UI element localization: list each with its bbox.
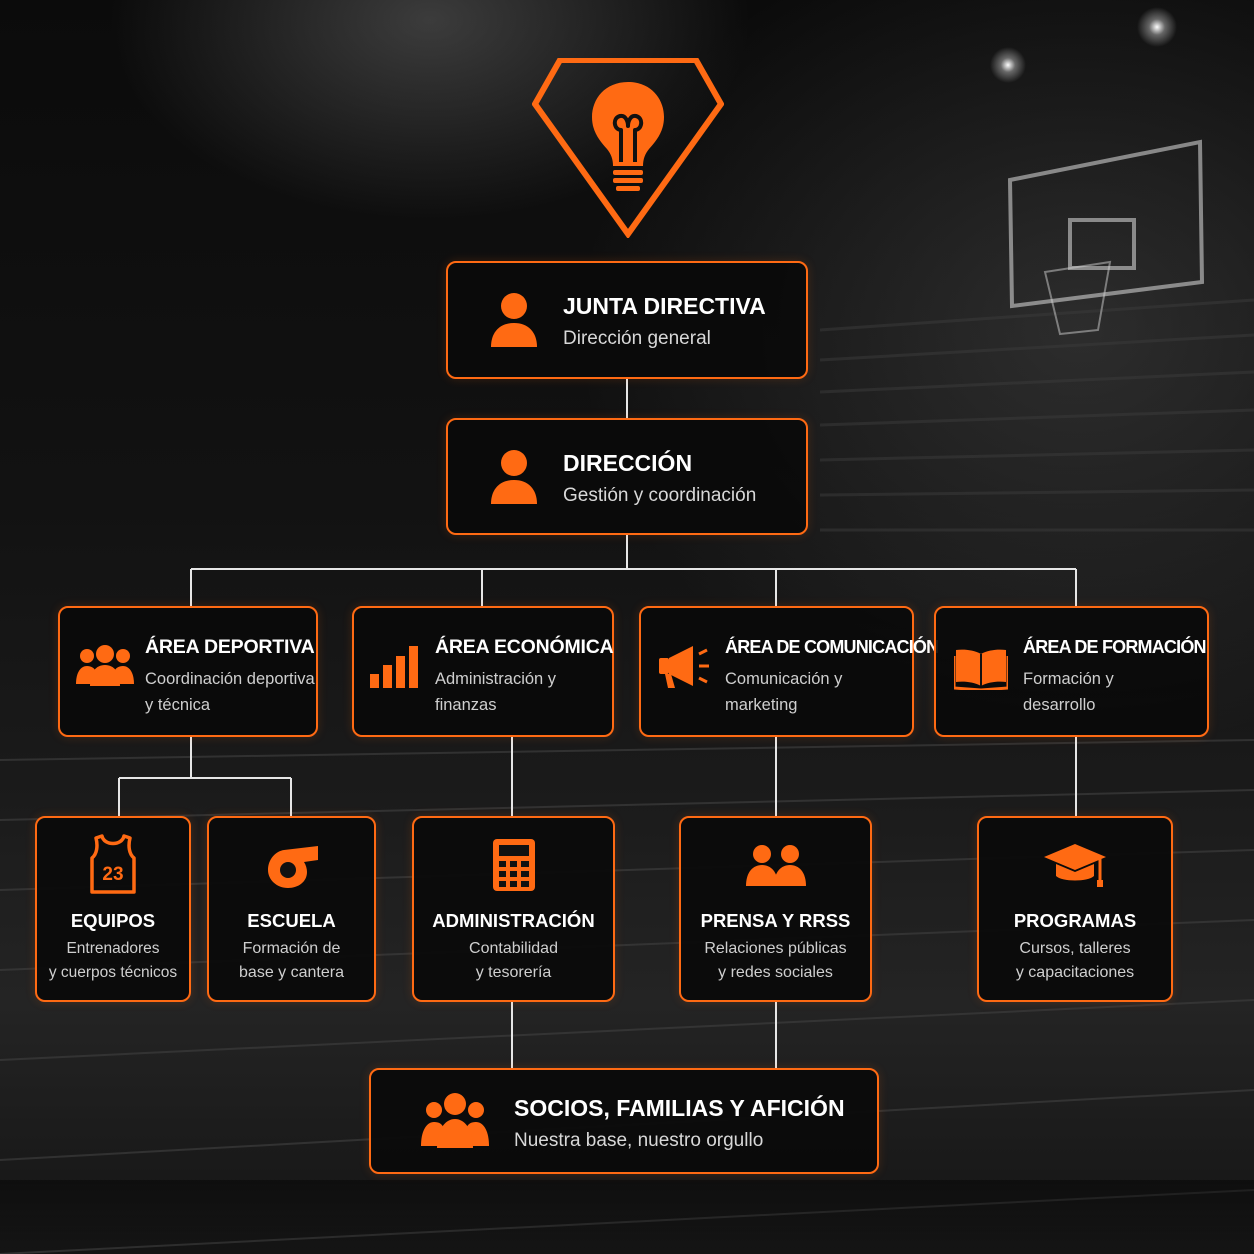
socios-title: SOCIOS, FAMILIAS Y AFICIÓN — [514, 1095, 845, 1121]
prensa-title: PRENSA Y RRSS — [700, 910, 851, 931]
programas-box: PROGRAMAS Cursos, talleres y capacitacio… — [977, 816, 1173, 1002]
area-formacion-title: ÁREA DE FORMACIÓN — [1023, 637, 1207, 657]
jersey-icon: 23 — [90, 834, 136, 894]
socios-subtitle: Nuestra base, nuestro orgullo — [514, 1130, 764, 1151]
junta-title: JUNTA DIRECTIVA — [563, 293, 766, 319]
person-icon — [491, 450, 537, 504]
junta-subtitle: Dirección general — [563, 328, 711, 349]
programas-title: PROGRAMAS — [1013, 910, 1137, 931]
area-economica-subtitle: Administración y finanzas — [435, 670, 557, 714]
prensa-box: PRENSA Y RRSS Relaciones públicas y rede… — [679, 816, 872, 1002]
administracion-title: ADMINISTRACIÓN — [432, 910, 595, 931]
area-economica-box: ÁREA ECONÓMICA Administración y finanzas — [352, 606, 614, 737]
escuela-title: ESCUELA — [247, 910, 336, 931]
person-icon — [491, 293, 537, 347]
equipos-subtitle: Entrenadores y cuerpos técnicos — [48, 940, 178, 981]
lightbulb-shield-icon — [532, 58, 724, 238]
area-comunicacion-title: ÁREA DE COMUNICACIÓN — [725, 637, 939, 657]
direccion-box: DIRECCIÓN Gestión y coordinación — [446, 418, 808, 535]
socios-box: SOCIOS, FAMILIAS Y AFICIÓN Nuestra base,… — [369, 1068, 879, 1174]
escuela-box: ESCUELA Formación de base y cantera — [207, 816, 376, 1002]
area-economica-title: ÁREA ECONÓMICA — [435, 636, 614, 658]
administracion-box: ADMINISTRACIÓN Contabilidad y tesorería — [412, 816, 615, 1002]
megaphone-icon — [659, 646, 709, 688]
whistle-icon — [267, 846, 318, 888]
bar-chart-icon — [370, 646, 418, 688]
open-book-icon — [954, 649, 1008, 690]
equipos-box: 23 EQUIPOS Entrenadores y cuerpos técnic… — [35, 816, 191, 1002]
area-deportiva-subtitle: Coordinación deportiva y técnica — [145, 670, 315, 714]
area-comunicacion-box: ÁREA DE COMUNICACIÓN Comunicación y mark… — [639, 606, 939, 737]
graduation-cap-icon — [1044, 844, 1106, 887]
direccion-title: DIRECCIÓN — [563, 450, 693, 476]
area-comunicacion-subtitle: Comunicación y marketing — [725, 670, 843, 714]
calculator-icon — [492, 839, 535, 891]
group-icon — [76, 645, 134, 686]
jersey-number: 23 — [102, 864, 123, 885]
equipos-title: EQUIPOS — [70, 910, 156, 931]
direccion-subtitle: Gestión y coordinación — [563, 485, 757, 506]
area-formacion-subtitle: Formación y desarrollo — [1023, 670, 1114, 714]
programas-subtitle: Cursos, talleres y capacitaciones — [1015, 940, 1135, 981]
area-formacion-box: ÁREA DE FORMACIÓN Formación y desarrollo — [934, 606, 1209, 737]
people-pair-icon — [745, 845, 806, 886]
administracion-subtitle: Contabilidad y tesorería — [469, 940, 558, 981]
escuela-subtitle: Formación de base y cantera — [239, 940, 344, 981]
prensa-subtitle: Relaciones públicas y redes sociales — [704, 940, 847, 981]
junta-directiva-box: JUNTA DIRECTIVA Dirección general — [446, 261, 808, 379]
area-deportiva-box: ÁREA DEPORTIVA Coordinación deportiva y … — [58, 606, 318, 737]
area-deportiva-title: ÁREA DEPORTIVA — [145, 636, 315, 658]
crowd-icon — [421, 1093, 489, 1148]
